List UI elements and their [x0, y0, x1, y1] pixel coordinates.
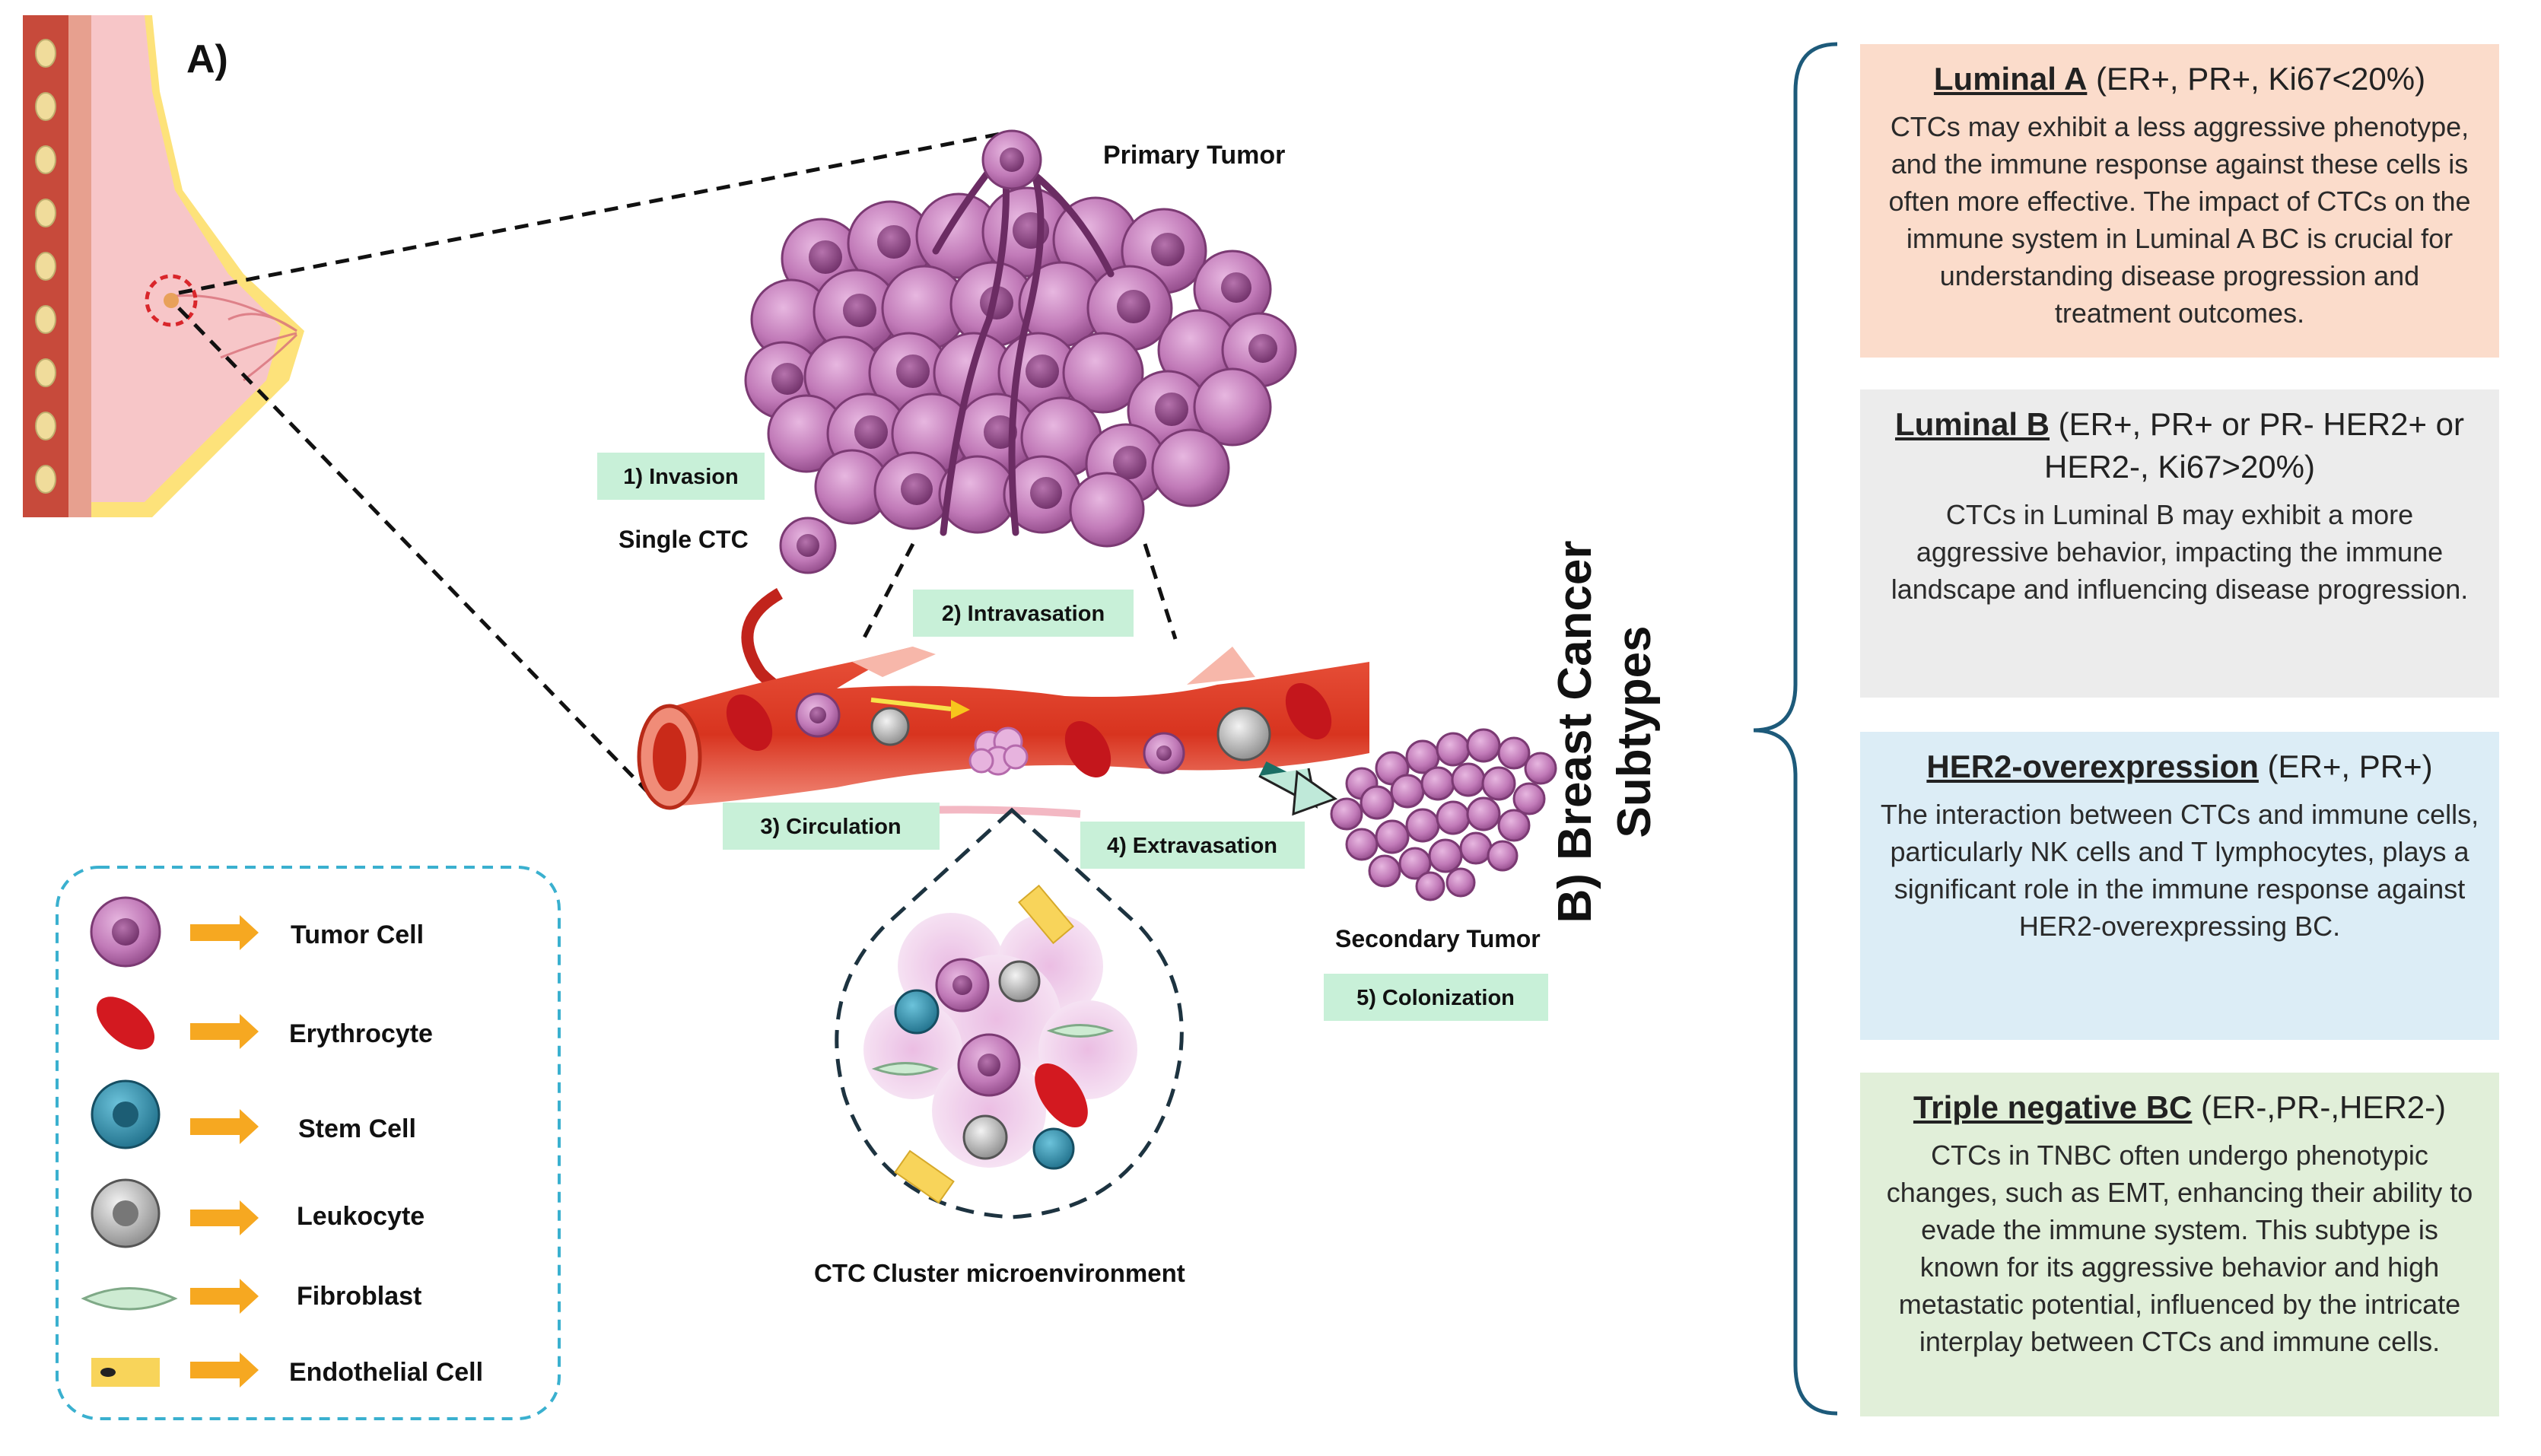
subtype-description: CTCs in TNBC often undergo phenotypic ch…: [1886, 1140, 2473, 1357]
subtype-bracket: [1753, 42, 1838, 1416]
step-extravasation-label: 4) Extravasation: [1107, 834, 1277, 858]
subtype-markers: (ER+, PR+): [2258, 749, 2433, 784]
cluster-caption: CTC Cluster microenvironment: [814, 1259, 1185, 1287]
subtype-heading: HER2-overexpression (ER+, PR+): [1880, 745, 2479, 788]
subtype-name: Luminal B: [1894, 406, 2050, 442]
subtype-markers: (ER+, PR+ or PR- HER2+ or HER2-, Ki67>20…: [2044, 406, 2464, 485]
legend-label-tumor-cell: Tumor Cell: [291, 920, 424, 949]
primary-tumor-illustration: [744, 129, 1297, 548]
subtype-description: The interaction between CTCs and immune …: [1880, 799, 2479, 942]
step-colonization-label: 5) Colonization: [1356, 986, 1515, 1010]
stem-cell-icon: [91, 1079, 161, 1149]
subtype-panel-triple-negative: Triple negative BC (ER-,PR-,HER2-) CTCs …: [1860, 1073, 2499, 1416]
legend-label-leukocyte: Leukocyte: [297, 1202, 425, 1231]
blood-vessel-illustration: [637, 647, 1369, 825]
legend-label-fibroblast: Fibroblast: [297, 1282, 421, 1311]
erythrocyte-icon: [96, 997, 155, 1050]
subtype-heading: Luminal B (ER+, PR+ or PR- HER2+ or HER2…: [1880, 403, 2479, 488]
primary-tumor-label: Primary Tumor: [1103, 141, 1285, 170]
legend-label-endothelial-cell: Endothelial Cell: [289, 1358, 483, 1387]
single-ctc-label: Single CTC: [619, 526, 749, 553]
single-ctc-cell: [779, 517, 837, 574]
subtype-name: HER2-overexpression: [1926, 749, 2259, 784]
legend-arrows: [190, 915, 259, 1388]
subtype-name: Luminal A: [1933, 61, 2088, 97]
subtype-panel-luminal-a: Luminal A (ER+, PR+, Ki67<20%) CTCs may …: [1860, 44, 2499, 358]
subtype-heading: Triple negative BC (ER-,PR-,HER2-): [1880, 1086, 2479, 1129]
panel-b-title-line1: B) Breast Cancer: [1549, 540, 1601, 924]
step-invasion-label: 1) Invasion: [623, 465, 739, 489]
panel-a-label: A): [186, 37, 228, 81]
legend-label-stem-cell: Stem Cell: [298, 1114, 416, 1143]
endothelial-cell-icon: [91, 1358, 160, 1387]
ctc-cluster-microenvironment: [835, 807, 1184, 1219]
subtype-panel-luminal-b: Luminal B (ER+, PR+ or PR- HER2+ or HER2…: [1860, 389, 2499, 698]
subtype-name: Triple negative BC: [1913, 1089, 2193, 1125]
step-circulation-label: 3) Circulation: [760, 815, 901, 839]
panel-b-title-line2: Subtypes: [1608, 625, 1661, 838]
leukocyte-icon: [91, 1178, 161, 1248]
zoom-connector-lines: [177, 131, 1178, 800]
subtype-description: CTCs may exhibit a less aggressive pheno…: [1888, 111, 2471, 329]
legend-label-erythrocyte: Erythrocyte: [289, 1019, 433, 1048]
fibroblast-icon: [81, 1287, 178, 1311]
subtype-description: CTCs in Luminal B may exhibit a more agg…: [1891, 499, 2469, 605]
subtype-markers: (ER-,PR-,HER2-): [2192, 1089, 2447, 1125]
breast-anatomy-illustration: [23, 15, 304, 517]
secondary-tumor-illustration: [1330, 728, 1557, 901]
legend: Tumor Cell Erythrocyte Stem Cell Leukocy…: [56, 866, 561, 1420]
subtype-panel-her2-overexpression: HER2-overexpression (ER+, PR+) The inter…: [1860, 732, 2499, 1040]
step-intravasation-label: 2) Intravasation: [942, 602, 1105, 626]
subtype-markers: (ER+, PR+, Ki67<20%): [2087, 61, 2426, 97]
tumor-cell-icon: [90, 896, 161, 968]
secondary-tumor-label: Secondary Tumor: [1335, 925, 1541, 952]
subtype-heading: Luminal A (ER+, PR+, Ki67<20%): [1880, 58, 2479, 100]
step-labels: 1) Invasion 2) Intravasation 3) Circulat…: [597, 453, 1548, 1021]
